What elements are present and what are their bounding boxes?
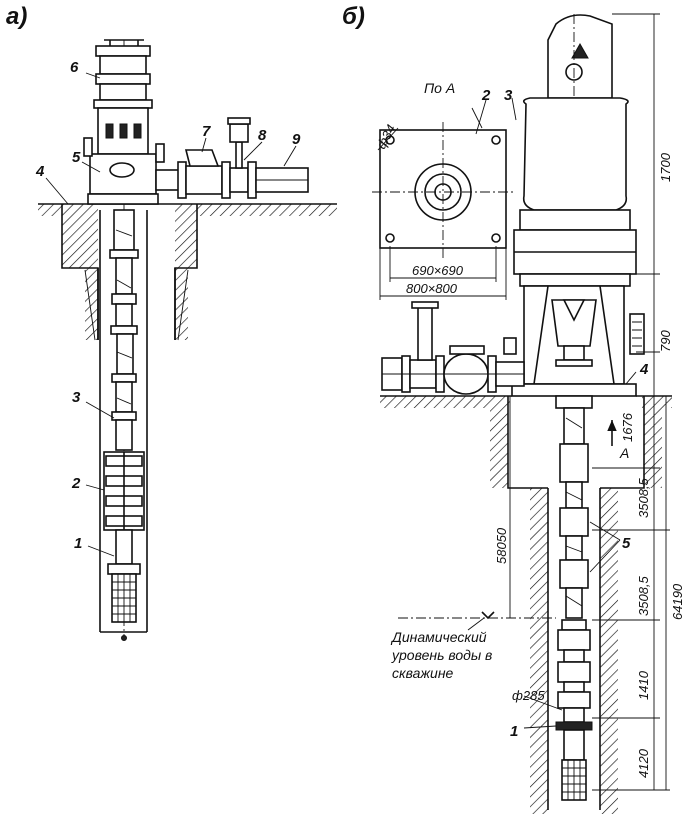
callout-a-4: 4 (35, 163, 45, 180)
panel-b-callouts: 2 3 4 5 1 (481, 87, 649, 740)
view-a-outer-size: 800×800 (406, 281, 458, 296)
dim-790: 790 (658, 330, 673, 352)
callout-b-2: 2 (481, 87, 491, 104)
callout-a-8: 8 (258, 127, 267, 144)
callout-a-2: 2 (71, 475, 81, 492)
callout-b-4: 4 (639, 361, 649, 378)
water-level-note: Динамический уровень воды в скважине (390, 629, 492, 681)
column-pipe (109, 209, 139, 451)
view-a-plate (372, 107, 515, 300)
dim-1676: 1676 (620, 412, 635, 442)
callout-a-9: 9 (292, 131, 301, 148)
view-a-title: По А (424, 80, 455, 96)
callout-b-3: 3 (504, 87, 513, 104)
dim-3508-bottom: 3508,5 (636, 575, 651, 616)
water-level-line-2: уровень воды в (391, 647, 492, 663)
callout-a-1: 1 (74, 535, 82, 552)
panel-a-drawing (38, 39, 337, 641)
callout-b-5: 5 (622, 535, 631, 552)
dimension-labels: 1700 790 1676 3508,5 58050 64190 3508,5 … (494, 152, 685, 778)
dim-64190: 64190 (670, 583, 685, 620)
callout-a-7: 7 (202, 123, 211, 140)
submersible-pump (103, 451, 145, 623)
panel-b-drawing (380, 13, 672, 814)
panel-b-label: б) (342, 3, 365, 30)
view-a-hole-dim: ф34 (373, 122, 398, 151)
dim-3508-top: 3508,5 (636, 477, 651, 518)
callout-a-3: 3 (72, 389, 81, 406)
pump-head-motor (83, 39, 165, 205)
water-level-line-3: скважине (392, 665, 454, 681)
panel-a-label: а) (6, 3, 27, 30)
discharge-piping (155, 117, 309, 199)
callout-b-1: 1 (510, 723, 518, 740)
callout-a-5: 5 (72, 149, 81, 166)
dim-1700: 1700 (658, 152, 673, 182)
callout-a-6: 6 (70, 59, 79, 76)
water-level-line-1: Динамический (390, 629, 487, 645)
dim-1410: 1410 (636, 670, 651, 700)
section-marker-a: А (619, 445, 629, 461)
dim-58050: 58050 (494, 527, 509, 564)
dim-4120: 4120 (636, 748, 651, 778)
view-a-inner-size: 690×690 (412, 263, 464, 278)
dim-285: ф285 (512, 688, 545, 703)
panel-a-callouts: 6 7 8 9 4 5 3 2 1 (35, 59, 301, 552)
